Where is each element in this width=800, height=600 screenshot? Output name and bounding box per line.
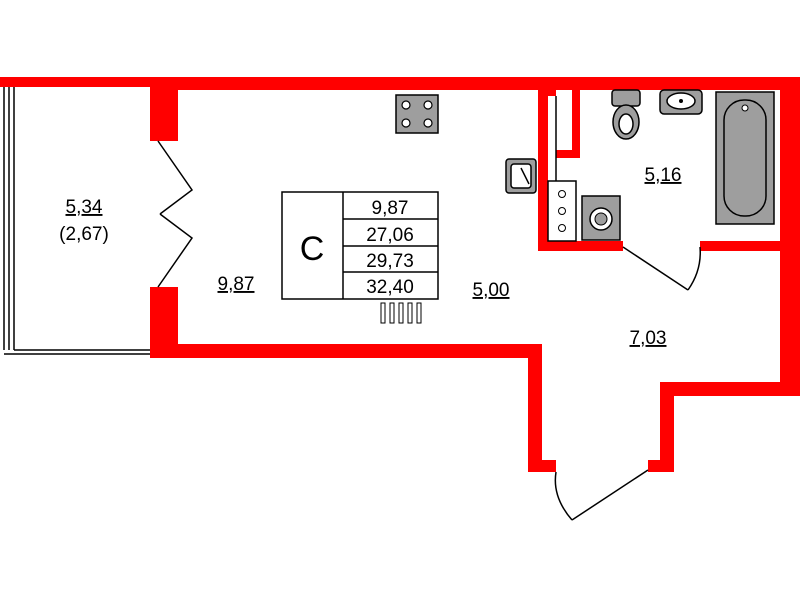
bay-bottom-left [528,460,556,472]
balcony-area-reduced-label: (2,67) [59,224,109,245]
bath-door-leaf [622,246,689,291]
summary-table: C 9,87 27,06 29,73 32,40 [281,191,439,300]
summary-living-area: 9,87 [372,198,409,219]
living-room-area-label: 9,87 [218,274,255,295]
stove-icon [395,94,439,134]
toilet-icon [611,89,641,140]
washing-machine-icon [581,195,621,241]
hall-area-label: 5,00 [473,280,510,301]
top-wall [150,77,800,90]
bath-stub-foot [556,150,580,158]
entrance-door-leaf [571,469,649,521]
bath-bottom-wall-left [548,241,623,251]
kitchen-sink-icon [505,158,537,194]
bathroom-area-label: 5,16 [645,165,682,186]
balcony-area-label: 5,34 [66,197,103,218]
summary-total-with-balcony: 32,40 [366,277,414,298]
bath-left-wall-outer [538,88,548,251]
balcony-door-leaf-top [157,140,194,215]
bathtub-icon [715,91,775,225]
right-wall [780,80,800,396]
partition-wall-upper [150,87,178,141]
summary-total-area: 27,06 [366,225,414,246]
bath-left-cap [548,88,556,96]
washbasin-icon [659,89,703,115]
apartment-type-letter: C [300,230,325,268]
bath-door-arc [687,246,701,291]
walls [150,77,800,472]
shelf-unit-icon [547,180,577,242]
doors [157,140,701,521]
balcony [0,77,154,355]
vent-mark-icon [380,302,422,324]
bay-left-wall [528,344,542,470]
bay-right-wall [660,382,674,472]
kitchen-area-label: 7,03 [630,328,667,349]
bath-bottom-wall-right [700,241,780,251]
right-lower-wall [660,382,800,396]
bath-stub-wall [572,88,580,156]
entrance-door-arc [554,471,573,521]
balcony-top-wall [0,77,154,87]
summary-total-reduced: 29,73 [366,251,414,272]
room-labels: 5,34 (2,67) 9,87 5,00 5,16 7,03 [59,165,681,349]
balcony-door-leaf-bottom [157,213,194,288]
bottom-wall [150,344,542,358]
fixtures [380,89,775,324]
